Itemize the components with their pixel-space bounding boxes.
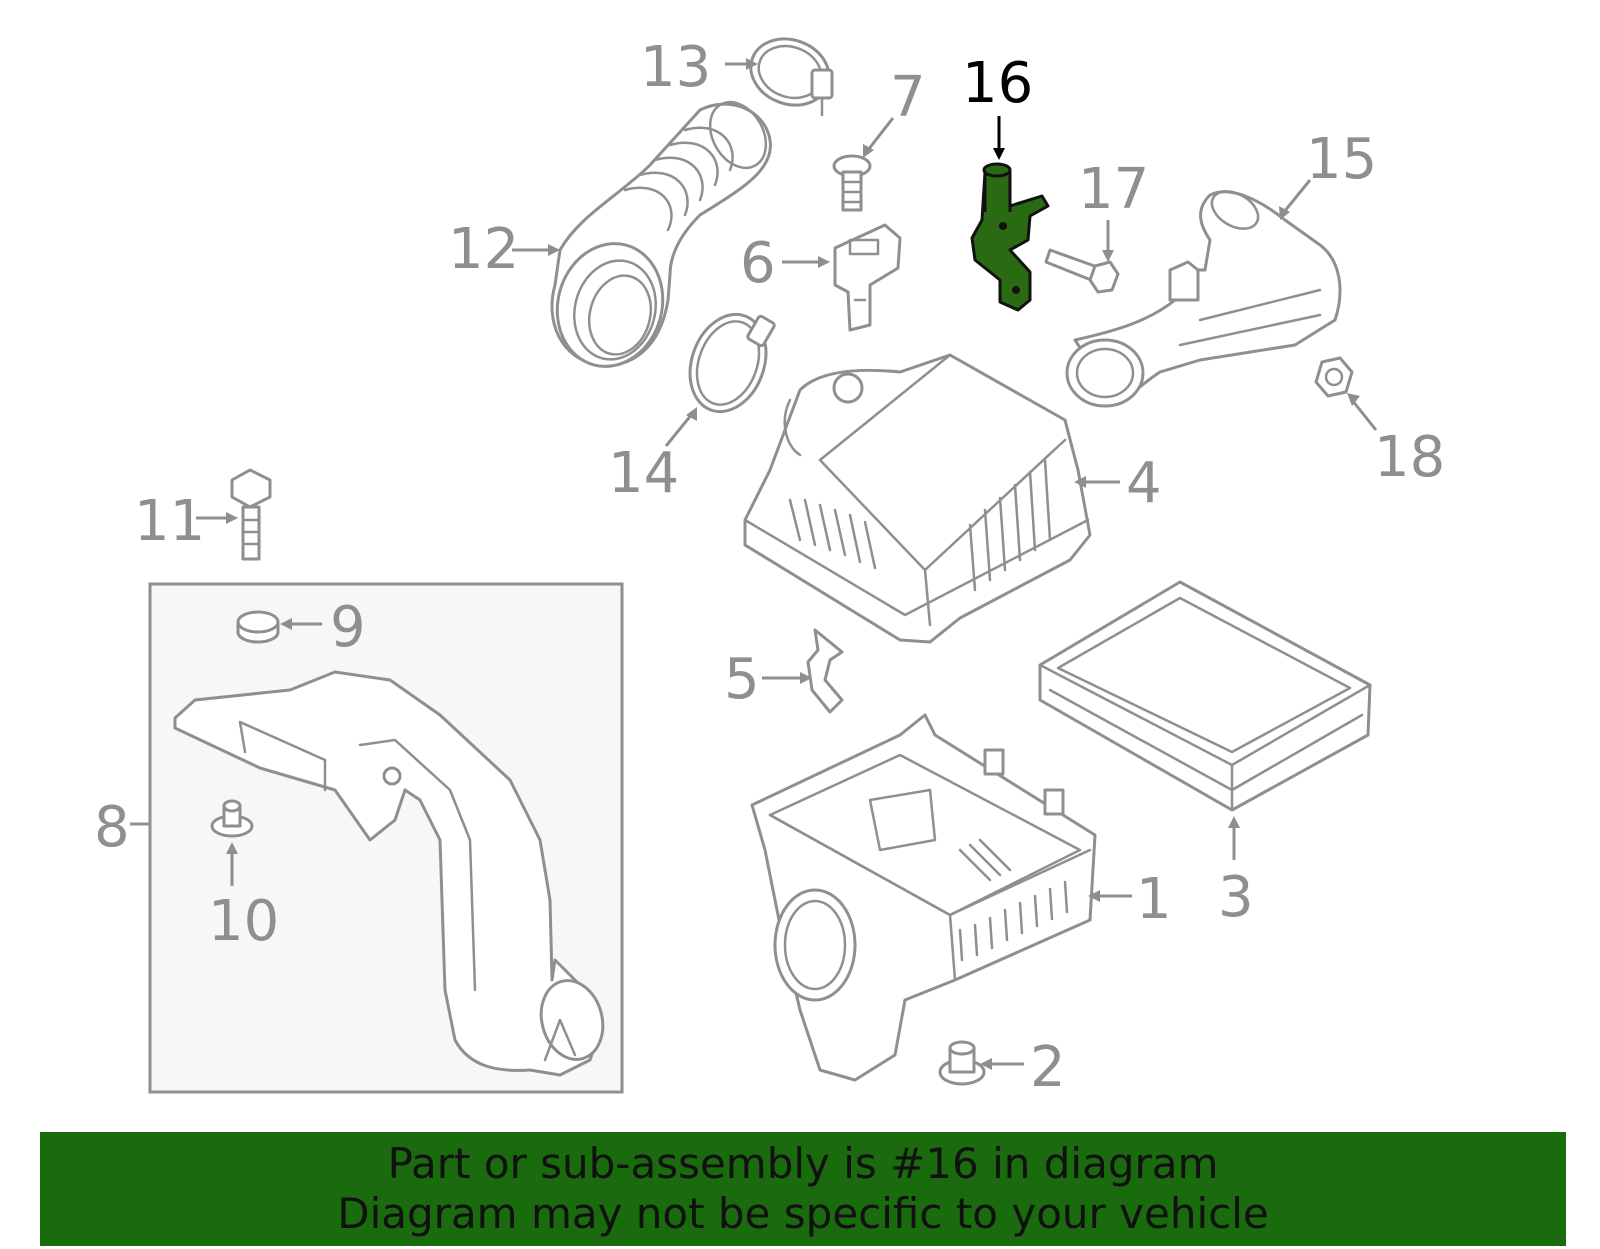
part-8-inlet-duct[interactable] — [173, 670, 611, 1077]
callout-7: 7 — [890, 65, 926, 130]
callout-5: 5 — [724, 647, 760, 712]
part-14-clamp[interactable] — [677, 304, 779, 423]
callout-labels: 13 12 7 6 16 17 15 18 14 4 5 3 1 2 11 9 … — [94, 35, 1445, 1100]
callout-8: 8 — [94, 795, 130, 860]
callout-6: 6 — [740, 231, 776, 296]
callout-18: 18 — [1374, 425, 1445, 490]
callout-10: 10 — [208, 889, 279, 954]
part-7-screw[interactable] — [832, 154, 872, 212]
callout-9: 9 — [330, 595, 366, 660]
part-3-filter[interactable] — [1038, 580, 1372, 812]
part-10-pin[interactable] — [210, 799, 254, 838]
callout-11: 11 — [134, 489, 205, 554]
part-13-clamp[interactable] — [741, 28, 838, 117]
callout-12: 12 — [448, 217, 519, 282]
part-18-nut[interactable] — [1314, 356, 1354, 398]
callout-16: 16 — [962, 51, 1033, 116]
part-6-maf-sensor[interactable] — [833, 223, 902, 332]
part-11-bolt[interactable] — [230, 468, 272, 561]
callout-3: 3 — [1218, 865, 1254, 930]
part-17-bolt[interactable] — [1044, 248, 1120, 294]
info-banner: Part or sub-assembly is #16 in diagram D… — [40, 1132, 1566, 1246]
part-9-grommet[interactable] — [236, 610, 280, 644]
leader-lines — [130, 58, 1378, 1070]
part-5-clip[interactable] — [806, 628, 844, 714]
part-1-lower-box[interactable] — [750, 713, 1097, 1082]
callout-14: 14 — [608, 441, 679, 506]
part-12-intake-hose[interactable] — [544, 92, 777, 378]
banner-line-2: Diagram may not be specific to your vehi… — [337, 1189, 1269, 1238]
callout-1: 1 — [1136, 867, 1172, 932]
callout-2: 2 — [1030, 1035, 1066, 1100]
callout-4: 4 — [1126, 451, 1162, 516]
callout-15: 15 — [1306, 127, 1377, 192]
part-4-cover[interactable] — [743, 353, 1092, 644]
callout-17: 17 — [1078, 157, 1149, 222]
part-15-duct[interactable] — [1065, 184, 1342, 408]
callout-13: 13 — [640, 35, 711, 100]
part-16-bracket[interactable] — [970, 162, 1050, 312]
banner-line-1: Part or sub-assembly is #16 in diagram — [387, 1139, 1219, 1188]
part-2-grommet[interactable] — [938, 1040, 986, 1086]
